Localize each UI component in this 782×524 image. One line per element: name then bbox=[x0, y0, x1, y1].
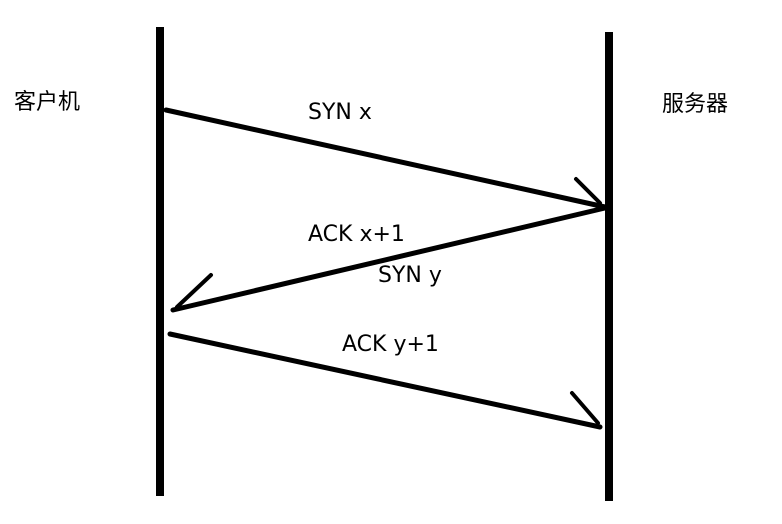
client-label: 客户机 bbox=[14, 90, 81, 115]
syn-y-label: SYN y bbox=[378, 263, 442, 288]
ack-x1-label: ACK x+1 bbox=[308, 222, 405, 247]
syn-x-arrow bbox=[163, 107, 608, 210]
syn-x-label: SYN x bbox=[308, 100, 372, 125]
ack-y1-label: ACK y+1 bbox=[342, 332, 439, 357]
server-label: 服务器 bbox=[662, 92, 729, 117]
ack-syn-arrow bbox=[170, 205, 608, 313]
ack-y-arrow bbox=[167, 331, 603, 430]
